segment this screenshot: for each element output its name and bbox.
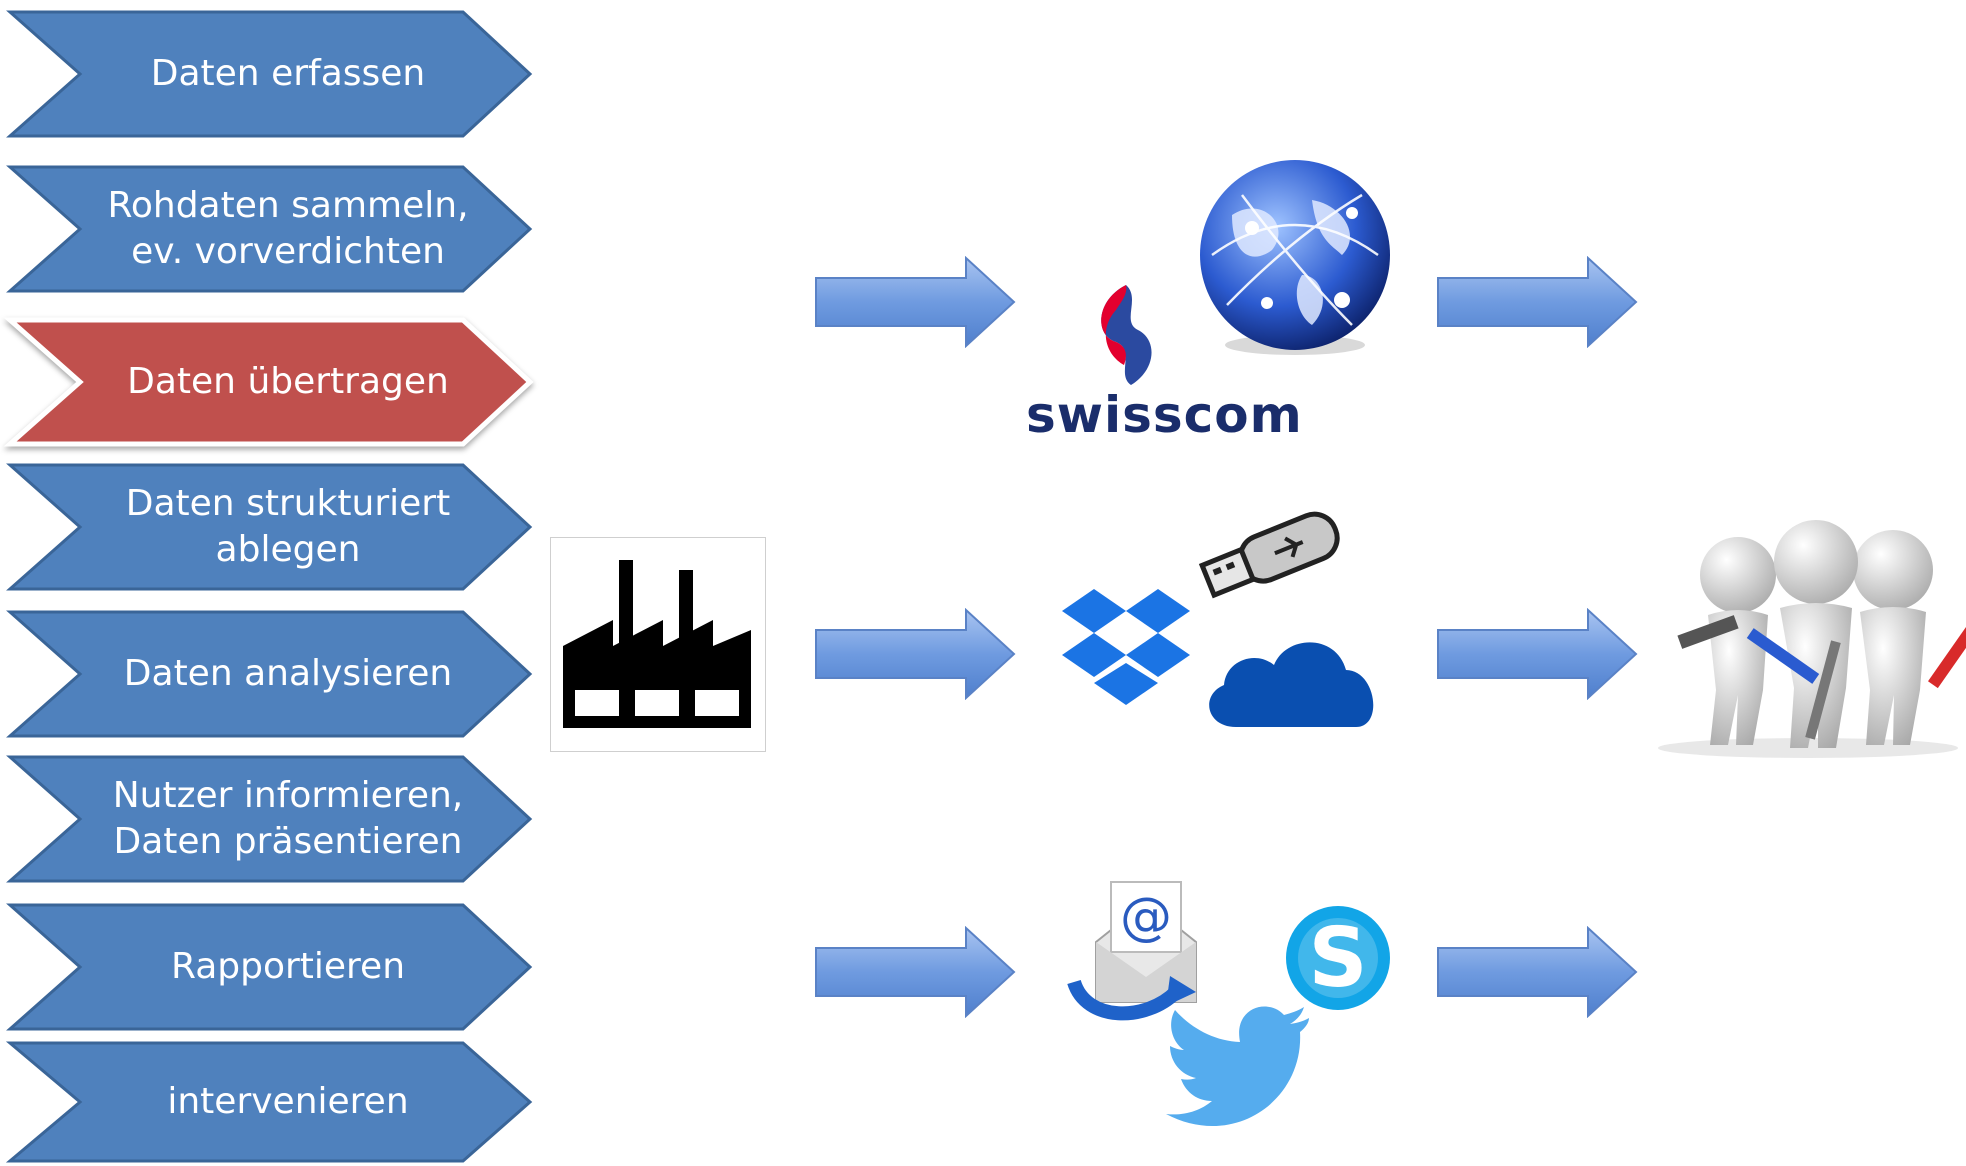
usb-stick-icon xyxy=(1198,511,1340,599)
step-daten-ablegen: Daten strukturiert ablegen xyxy=(6,463,533,591)
step-label: Daten erfassen xyxy=(150,53,426,94)
step-intervenieren: intervenieren xyxy=(5,1041,533,1163)
onedrive-cloud-icon xyxy=(1209,642,1374,727)
swisscom-logo-icon xyxy=(1101,285,1152,385)
step-label: Nutzer informieren, Daten präsentieren xyxy=(112,775,464,862)
step-daten-erfassen: Daten erfassen xyxy=(6,10,533,138)
step-daten-analysieren: Daten analysieren xyxy=(6,610,533,738)
step-label: Rohdaten sammeln, ev. vorverdichten xyxy=(107,185,469,272)
team-with-tools-icon xyxy=(1658,520,1966,758)
step-label: Daten analysieren xyxy=(123,653,453,694)
arrow-right-icon xyxy=(815,256,1016,348)
arrow-right-icon xyxy=(1437,926,1638,1018)
arrow-right-icon xyxy=(1437,608,1638,700)
twitter-icon xyxy=(1166,1006,1309,1127)
svg-text:@: @ xyxy=(1120,887,1172,947)
step-label: Rapportieren xyxy=(170,946,406,987)
factory-icon xyxy=(550,537,766,752)
arrow-right-icon xyxy=(1437,256,1638,348)
step-label: Daten strukturiert ablegen xyxy=(125,483,451,570)
swisscom-logo: swisscom xyxy=(1026,386,1303,444)
step-rohdaten-sammeln: Rohdaten sammeln, ev. vorverdichten xyxy=(6,165,533,293)
dropbox-icon xyxy=(1062,589,1190,705)
email-icon: @ xyxy=(1067,881,1197,1021)
skype-icon: S xyxy=(1286,906,1390,1010)
arrow-right-icon xyxy=(815,608,1016,700)
step-daten-uebertragen: Daten übertragen xyxy=(3,317,534,447)
svg-text:S: S xyxy=(1308,911,1367,1006)
arrow-right-icon xyxy=(815,926,1016,1018)
step-nutzer-informieren: Nutzer informieren, Daten präsentieren xyxy=(6,755,533,883)
globe-network-icon xyxy=(1200,160,1390,355)
step-label: Daten übertragen xyxy=(127,361,449,402)
step-label: intervenieren xyxy=(167,1081,409,1122)
step-rapportieren: Rapportieren xyxy=(6,903,533,1031)
